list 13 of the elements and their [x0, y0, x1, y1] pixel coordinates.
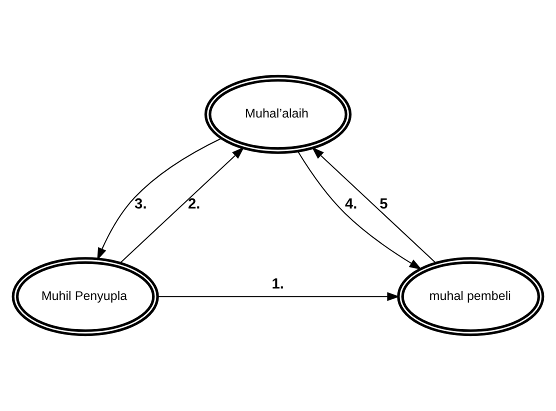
edge-label: 1. — [272, 276, 284, 292]
edge-label: 3. — [134, 196, 147, 212]
node-ellipse: Muhal’alaih — [204, 74, 352, 154]
arrow — [158, 292, 400, 301]
arrow — [298, 151, 422, 270]
edge-label: 2. — [188, 196, 200, 212]
node-ellipse: muhal pembeli — [397, 257, 544, 336]
edge-label: 4. — [345, 196, 358, 212]
arrow — [312, 147, 436, 264]
arrow — [97, 138, 222, 260]
arrow — [120, 147, 244, 264]
edge-label: 5 — [380, 196, 388, 212]
node-ellipse: Muhil Penyupla — [12, 257, 159, 336]
